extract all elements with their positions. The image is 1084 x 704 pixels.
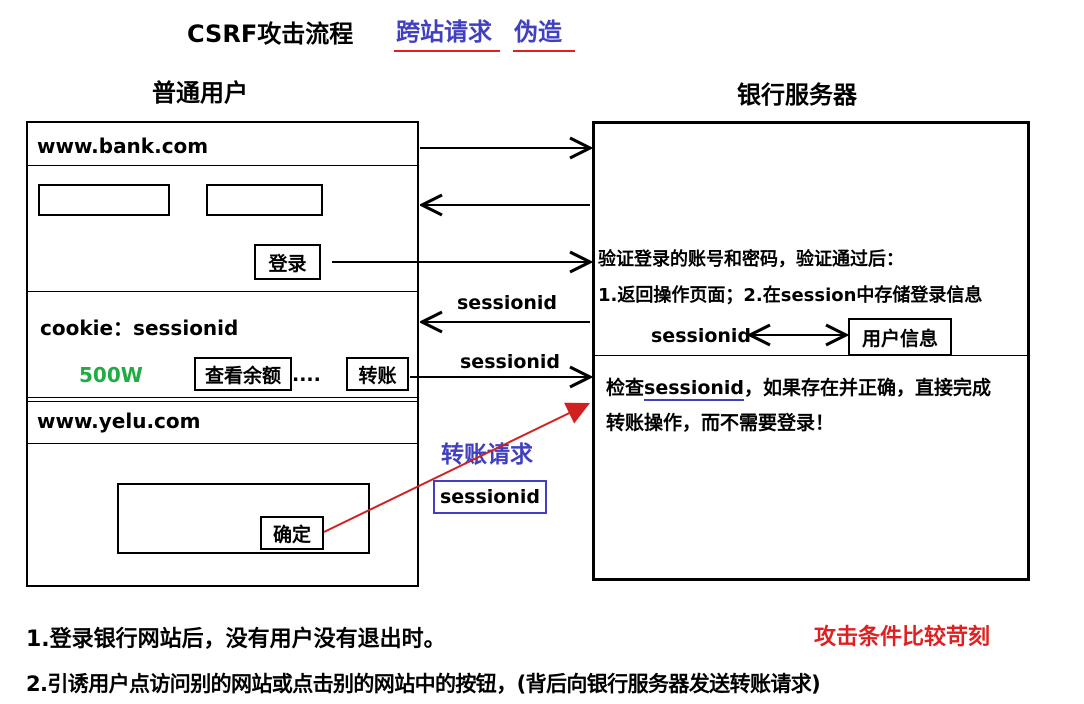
- title-term-cross-site-request: 跨站请求: [396, 18, 492, 46]
- title-term-forgery: 伪造: [514, 18, 562, 46]
- divider-bank-bottom-1: [27, 397, 417, 398]
- check-suffix: ，如果存在并正确，直接完成: [744, 377, 992, 399]
- evil-confirm-button[interactable]: 确定: [260, 516, 324, 550]
- attack-condition-2: 2.引诱用户点访问别的网站或点击别的网站中的按钮，(背后向银行服务器发送转账请求…: [26, 672, 821, 696]
- forged-request-label: 转账请求: [441, 442, 533, 468]
- user-info-box: 用户信息: [848, 318, 952, 356]
- more-ellipsis: ....: [292, 364, 321, 386]
- server-session-key: sessionid: [651, 325, 752, 347]
- attack-condition-1: 1.登录银行网站后，没有用户没有退出时。: [26, 627, 446, 652]
- server-step-text: 1.返回操作页面；2.在session中存储登录信息: [598, 285, 983, 306]
- title-term2-underline: [513, 50, 575, 52]
- forged-sessionid-box: sessionid: [433, 480, 547, 514]
- attack-warning: 攻击条件比较苛刻: [814, 625, 991, 650]
- bank-server-panel: [592, 121, 1030, 581]
- password-input[interactable]: [206, 184, 323, 216]
- evil-site-url: www.yelu.com: [37, 409, 201, 433]
- check-balance-button[interactable]: 查看余额: [194, 357, 292, 391]
- evil-site-form: [117, 483, 370, 554]
- divider-login-section: [27, 291, 417, 292]
- sessionid-request-label: sessionid: [460, 351, 561, 373]
- user-side-heading: 普通用户: [152, 79, 248, 107]
- server-check-line2: 转账操作，而不需要登录！: [606, 412, 835, 434]
- divider-evil-header: [27, 443, 417, 444]
- check-sessionid-key: sessionid: [644, 377, 745, 401]
- transfer-button[interactable]: 转账: [346, 357, 409, 391]
- arrow-forged-request: [323, 404, 588, 533]
- sessionid-response-label: sessionid: [457, 292, 558, 314]
- cookie-label: cookie：sessionid: [40, 316, 239, 340]
- user-browser-panel: [26, 121, 419, 587]
- bank-url: www.bank.com: [37, 134, 209, 158]
- server-check-line1: 检查sessionid，如果存在并正确，直接完成: [606, 373, 992, 401]
- divider-bank-bottom-2: [27, 401, 417, 402]
- title-term1-underline: [394, 50, 500, 52]
- server-verify-text: 验证登录的账号和密码，验证通过后：: [598, 249, 904, 270]
- check-prefix: 检查: [606, 377, 645, 399]
- username-input[interactable]: [38, 184, 170, 216]
- divider-server: [594, 355, 1028, 356]
- account-balance: 500W: [79, 363, 143, 387]
- divider-bank-header: [27, 165, 417, 166]
- login-button[interactable]: 登录: [254, 244, 321, 280]
- server-side-heading: 银行服务器: [737, 81, 857, 109]
- diagram-title: CSRF攻击流程: [187, 20, 354, 48]
